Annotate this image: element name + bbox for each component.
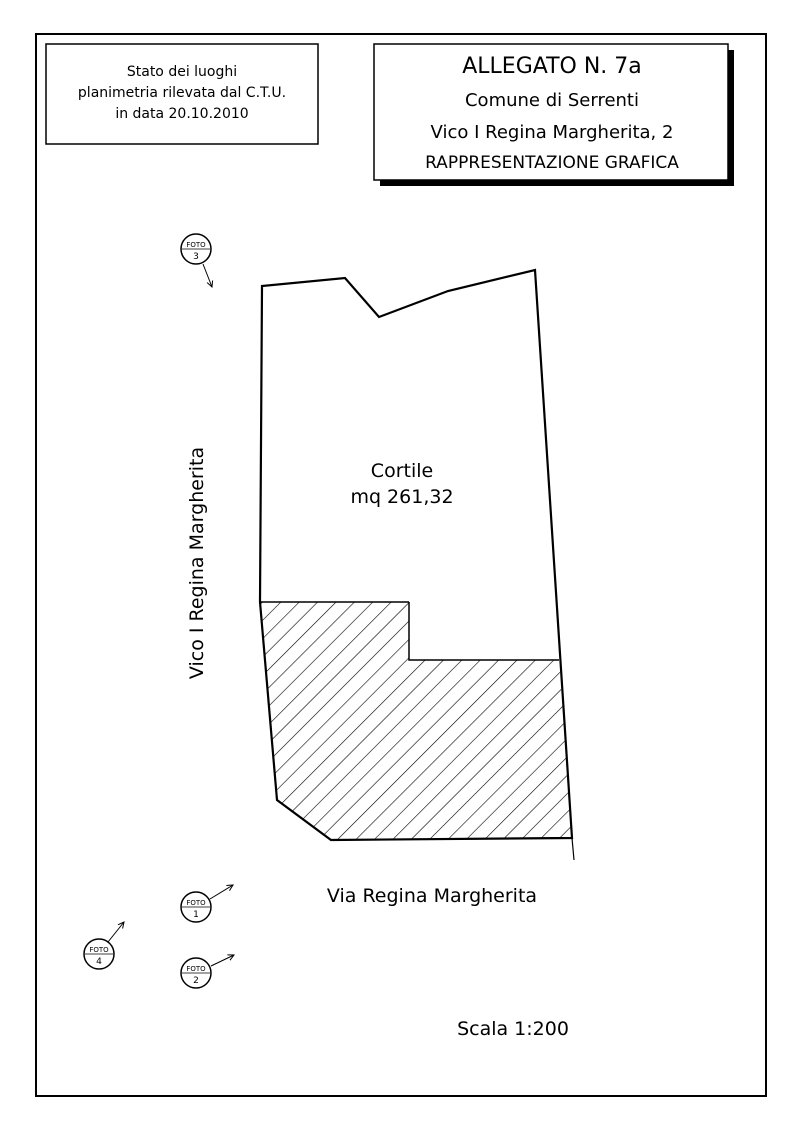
photo-marker-label: FOTO	[89, 946, 109, 954]
boundary-extension	[571, 837, 575, 861]
survey-line-2: planimetria rilevata dal C.T.U.	[78, 85, 286, 101]
photo-marker-number: 4	[96, 957, 102, 967]
hatched-area	[260, 602, 572, 840]
parcel-area: mq 261,32	[350, 486, 453, 508]
scale-note: Scala 1:200	[457, 1018, 569, 1040]
photo-marker-1: FOTO 1	[180, 885, 233, 923]
drawing-frame	[35, 33, 767, 1097]
bottom-street-label: Via Regina Margherita	[327, 885, 537, 907]
photo-marker-label: FOTO	[186, 899, 206, 907]
title-municipality: Comune di Serrenti	[465, 90, 639, 111]
survey-line-3: in data 20.10.2010	[115, 106, 248, 122]
photo-direction-arrow	[210, 955, 234, 967]
photo-marker-number: 2	[193, 976, 199, 986]
survey-line-1: Stato dei luoghi	[127, 64, 237, 80]
photo-marker-number: 3	[193, 252, 199, 262]
title-description: RAPPRESENTAZIONE GRAFICA	[425, 153, 679, 173]
photo-direction-arrow	[202, 263, 212, 287]
photo-marker-3: FOTO 3	[180, 233, 212, 287]
photo-direction-arrow	[209, 885, 233, 900]
photo-marker-2: FOTO 2	[180, 955, 234, 989]
parcel-plan: Cortile mq 261,32	[258, 268, 575, 861]
photo-marker-label: FOTO	[186, 965, 206, 973]
parcel-name: Cortile	[371, 460, 433, 482]
side-street-label: Vico I Regina Margherita	[186, 447, 208, 679]
title-block: ALLEGATO N. 7a Comune di Serrenti Vico I…	[373, 43, 734, 186]
photo-marker-label: FOTO	[186, 241, 206, 249]
photo-marker-4: FOTO 4	[83, 922, 124, 970]
survey-info-box: Stato dei luoghi planimetria rilevata da…	[45, 43, 319, 145]
photo-direction-arrow	[107, 922, 124, 943]
title-attachment: ALLEGATO N. 7a	[462, 54, 642, 79]
title-address: Vico I Regina Margherita, 2	[431, 122, 674, 143]
photo-marker-number: 1	[193, 910, 199, 920]
hatch-edge-step	[408, 602, 559, 661]
parcel-boundary	[258, 268, 574, 842]
